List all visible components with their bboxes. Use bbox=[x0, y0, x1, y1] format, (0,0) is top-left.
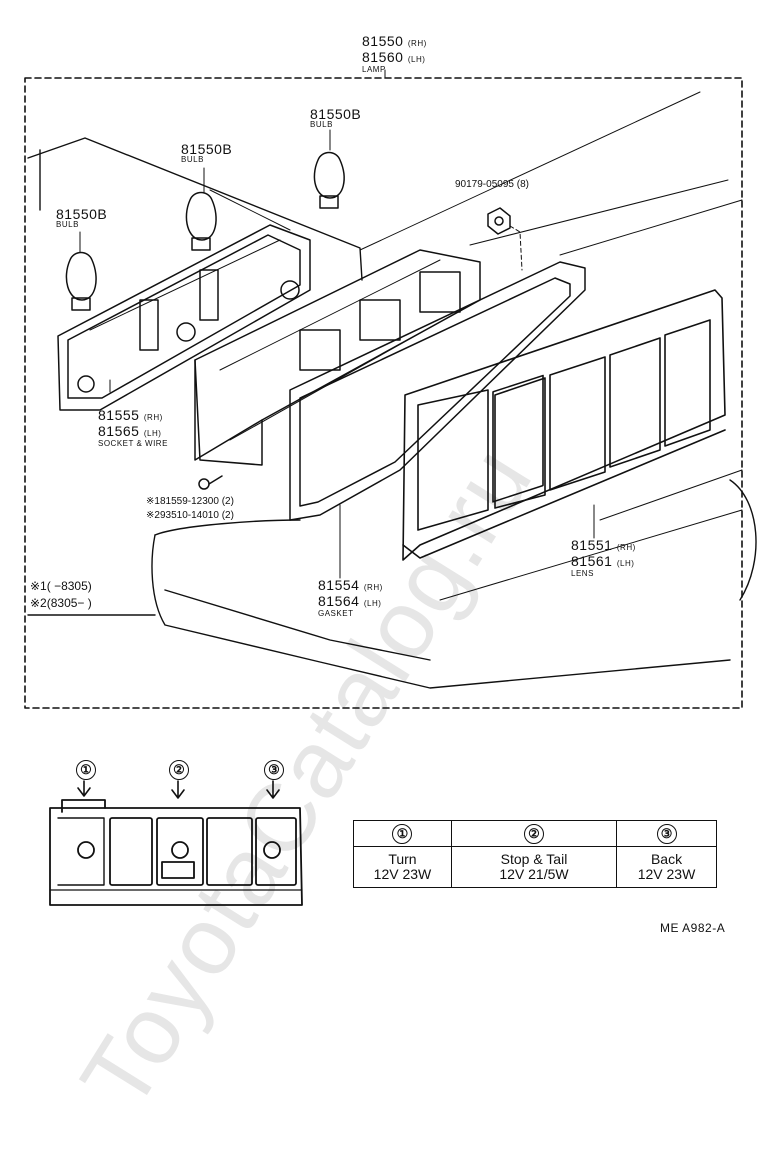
nut-graphic bbox=[487, 207, 523, 271]
bulb-graphics bbox=[65, 129, 345, 311]
lamp-housing bbox=[194, 249, 481, 466]
gasket-label: 81554 (RH) 81564 (LH) GASKET bbox=[318, 577, 383, 618]
socket-label: 81555 (RH) 81565 (LH) SOCKET & WIRE bbox=[98, 407, 168, 448]
screw-label-2: ※293510-14010 (2) bbox=[146, 510, 234, 521]
position-arrows bbox=[77, 780, 280, 799]
lamp-assembly-frame bbox=[24, 77, 743, 709]
table-header-cell: ① bbox=[353, 820, 452, 847]
table-header-cell: ② bbox=[450, 820, 618, 847]
lens-label: 81551 (RH) 81561 (LH) LENS bbox=[571, 537, 636, 578]
production-note-2: ※2(8305− ) bbox=[30, 596, 92, 610]
lamp-label: 81550 (RH) 81560 (LH) LAMP bbox=[362, 33, 427, 74]
bulb-label-3: 81550B BULB bbox=[310, 106, 362, 129]
production-note-1: ※1( −8305) bbox=[30, 579, 92, 593]
guide-lines bbox=[209, 91, 743, 601]
bulb-label-2: 81550B BULB bbox=[181, 141, 233, 164]
nut-label: 90179-05095 (8) bbox=[455, 179, 529, 190]
position-marker-3: ③ bbox=[264, 760, 284, 780]
position-marker-1: ① bbox=[76, 760, 96, 780]
table-header-cell: ③ bbox=[616, 820, 717, 847]
gasket-outline bbox=[289, 261, 586, 521]
vehicle-body-outline bbox=[27, 137, 757, 689]
screw-label-1: ※181559-12300 (2) bbox=[146, 496, 234, 507]
diagram-code: ME A982-A bbox=[660, 921, 726, 935]
leader-lines bbox=[109, 379, 595, 579]
lens-outline bbox=[402, 289, 726, 561]
lamp-face-schematic bbox=[49, 799, 303, 906]
bulb-label-1: 81550B BULB bbox=[56, 206, 108, 229]
socket-wire-plate bbox=[57, 224, 311, 411]
position-marker-2: ② bbox=[169, 760, 189, 780]
screw-graphic bbox=[198, 475, 223, 490]
